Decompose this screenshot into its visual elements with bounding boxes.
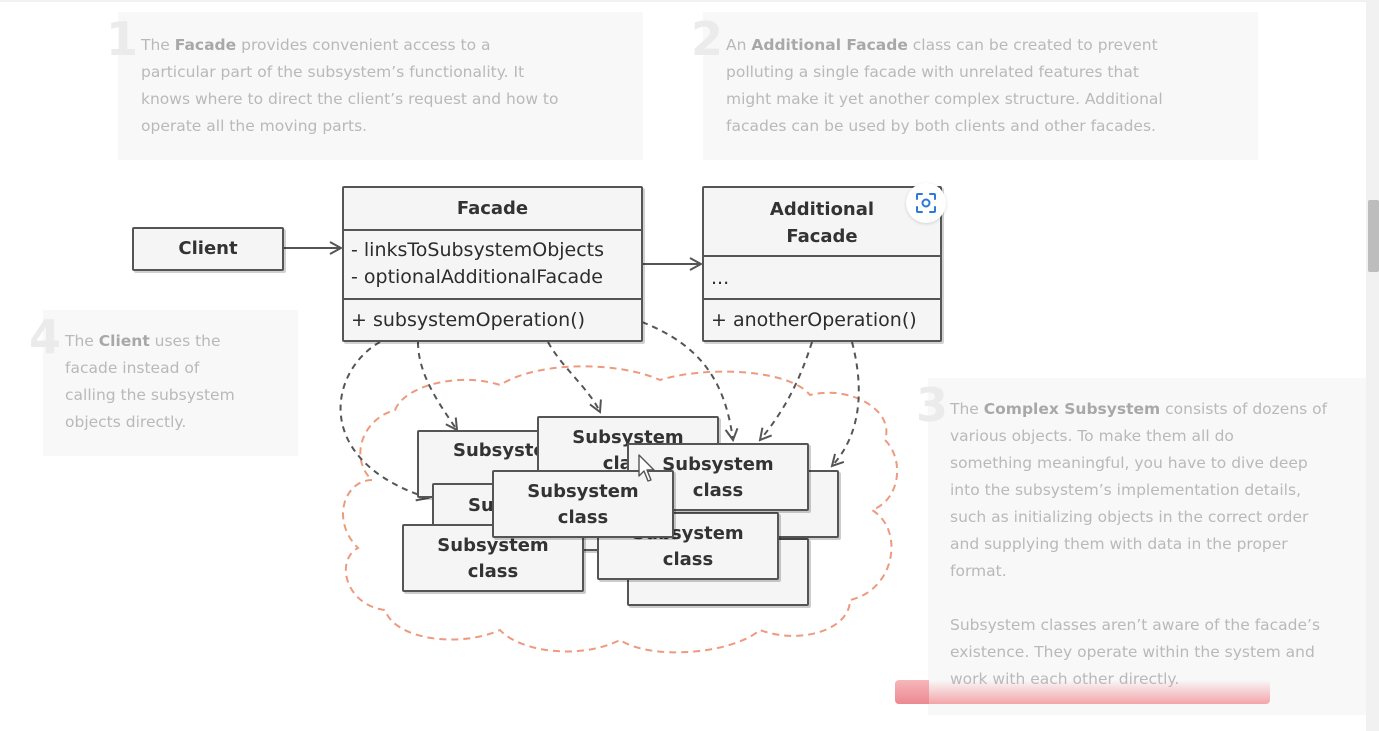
vertical-scrollbar[interactable] xyxy=(1366,0,1379,731)
note-line: and supplying them with data in the prop… xyxy=(950,535,1288,553)
note-text: The Complex Subsystem consists of dozens… xyxy=(950,396,1366,693)
subsystem-label: class xyxy=(692,480,744,501)
subsystem-label: class xyxy=(662,549,714,570)
note-line: into the subsystem’s implementation deta… xyxy=(950,481,1301,499)
subsystem-label: class xyxy=(467,561,519,582)
facade-field: - optionalAdditionalFacade xyxy=(351,266,603,288)
scrollbar-thumb[interactable] xyxy=(1368,200,1379,272)
note-line: operate all the moving parts. xyxy=(141,117,368,135)
note-line: various objects. To make them all do xyxy=(950,427,1234,445)
note-line: such as initializing objects in the corr… xyxy=(950,508,1309,526)
subsystem-label: Subsystem xyxy=(453,440,565,461)
facade-field: - linksToSubsystemObjects xyxy=(351,239,605,261)
subsystem-label: Subsystem xyxy=(662,454,774,475)
client-box: Client xyxy=(132,227,284,271)
note-line: particular part of the subsystem’s funct… xyxy=(141,63,525,81)
note-line: An Additional Facade class can be create… xyxy=(726,36,1158,54)
note-3: 3 The Complex Subsystem consists of doze… xyxy=(916,378,1366,715)
note-line: might make it yet another complex struct… xyxy=(726,90,1163,108)
note-number: 3 xyxy=(916,378,949,432)
facade-class: Facade - linksToSubsystemObjects - optio… xyxy=(342,186,643,342)
note-line: existence. They operate within the syste… xyxy=(950,643,1315,661)
additional-facade-field: ... xyxy=(711,267,730,289)
note-line: facades can be used by both clients and … xyxy=(726,117,1156,135)
additional-facade-methods: + anotherOperation() xyxy=(704,300,940,340)
highlight-bar-edge xyxy=(895,680,929,704)
note-text: The Facade provides convenient access to… xyxy=(141,32,641,140)
note-line: Subsystem classes aren’t aware of the fa… xyxy=(950,616,1321,634)
note-line: The Client uses the xyxy=(65,332,221,350)
top-border xyxy=(0,0,1379,2)
client-label: Client xyxy=(178,238,238,259)
note-4: 4 The Client uses the facade instead of ca… xyxy=(29,310,298,456)
note-line: format. xyxy=(950,562,1007,580)
highlight-bar xyxy=(895,680,1270,704)
note-number: 4 xyxy=(29,310,62,364)
note-text: The Client uses the facade instead of call… xyxy=(65,328,293,436)
additional-facade-title: Facade xyxy=(786,226,858,247)
note-line: knows where to direct the client’s reque… xyxy=(141,90,559,108)
mouse-pointer-icon xyxy=(638,454,655,482)
note-line: objects directly. xyxy=(65,413,187,431)
note-line: calling the subsystem xyxy=(65,386,235,404)
note-text: An Additional Facade class can be create… xyxy=(726,32,1251,140)
note-line: polluting a single facade with unrelated… xyxy=(726,63,1139,81)
note-1: 1 The Facade provides convenient access … xyxy=(106,12,643,160)
additional-facade-class: Additional Facade ... + anotherOperation… xyxy=(702,186,942,342)
subsystem-label: Subsystem xyxy=(527,481,639,502)
subsystem-class: Subsystem class xyxy=(597,512,779,580)
facade-title-section: Facade xyxy=(344,188,641,231)
additional-facade-title: Additional xyxy=(769,199,875,220)
facade-methods: + subsystemOperation() xyxy=(344,300,641,340)
note-line: facade instead of xyxy=(65,359,200,377)
additional-facade-method: + anotherOperation() xyxy=(711,309,917,331)
lens-icon xyxy=(916,193,936,213)
note-number: 1 xyxy=(106,12,139,66)
subsystem-class: Subsystem class xyxy=(492,470,674,538)
additional-facade-title-section: Additional Facade xyxy=(704,188,940,257)
subsystem-label: Subsystem xyxy=(572,427,684,448)
additional-facade-fields: ... xyxy=(704,257,940,300)
subsystem-label: class xyxy=(557,507,609,528)
subsystem-cloud xyxy=(342,365,899,654)
subsystem-label: Subsystem xyxy=(437,535,549,556)
note-line: The Complex Subsystem consists of dozens… xyxy=(950,400,1328,418)
visual-search-lens-button[interactable] xyxy=(906,183,946,223)
note-number: 2 xyxy=(691,12,724,66)
facade-fields: - linksToSubsystemObjects - optionalAddi… xyxy=(344,231,641,300)
facade-method: + subsystemOperation() xyxy=(351,309,586,331)
facade-title: Facade xyxy=(456,198,529,219)
note-line: something meaningful, you have to dive d… xyxy=(950,454,1308,472)
note-line: The Facade provides convenient access to… xyxy=(141,36,491,54)
note-2: 2 An Additional Facade class can be crea… xyxy=(691,12,1258,160)
